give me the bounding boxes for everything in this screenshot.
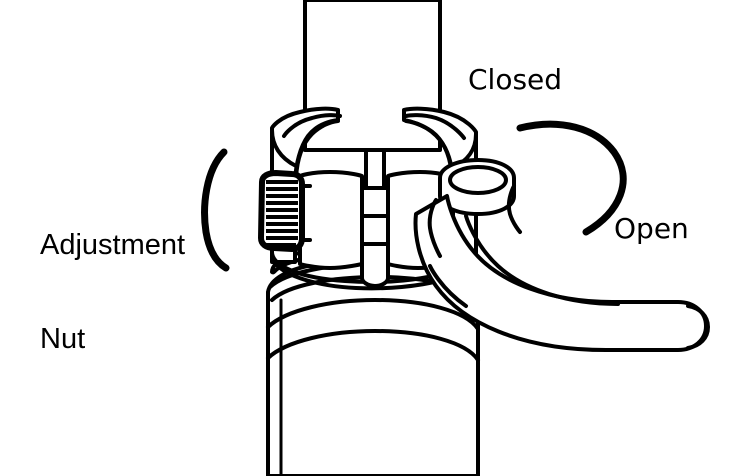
label-closed: Closed bbox=[468, 63, 563, 96]
lever-swing-arrow bbox=[516, 120, 627, 236]
adjustment-nut[interactable] bbox=[258, 170, 312, 252]
label-adjustment-nut-line1: Adjustment bbox=[40, 228, 186, 261]
knurl-stripes bbox=[266, 180, 298, 246]
label-adjustment-nut: Adjustment Nut bbox=[40, 167, 185, 418]
label-open: Open bbox=[614, 212, 689, 245]
cam-lever[interactable] bbox=[413, 158, 710, 352]
nut-rotation-arrow bbox=[201, 148, 230, 272]
upper-tube bbox=[294, 0, 453, 160]
label-adjustment-nut-line2: Nut bbox=[40, 322, 86, 355]
lever-pivot-hole bbox=[448, 165, 508, 195]
